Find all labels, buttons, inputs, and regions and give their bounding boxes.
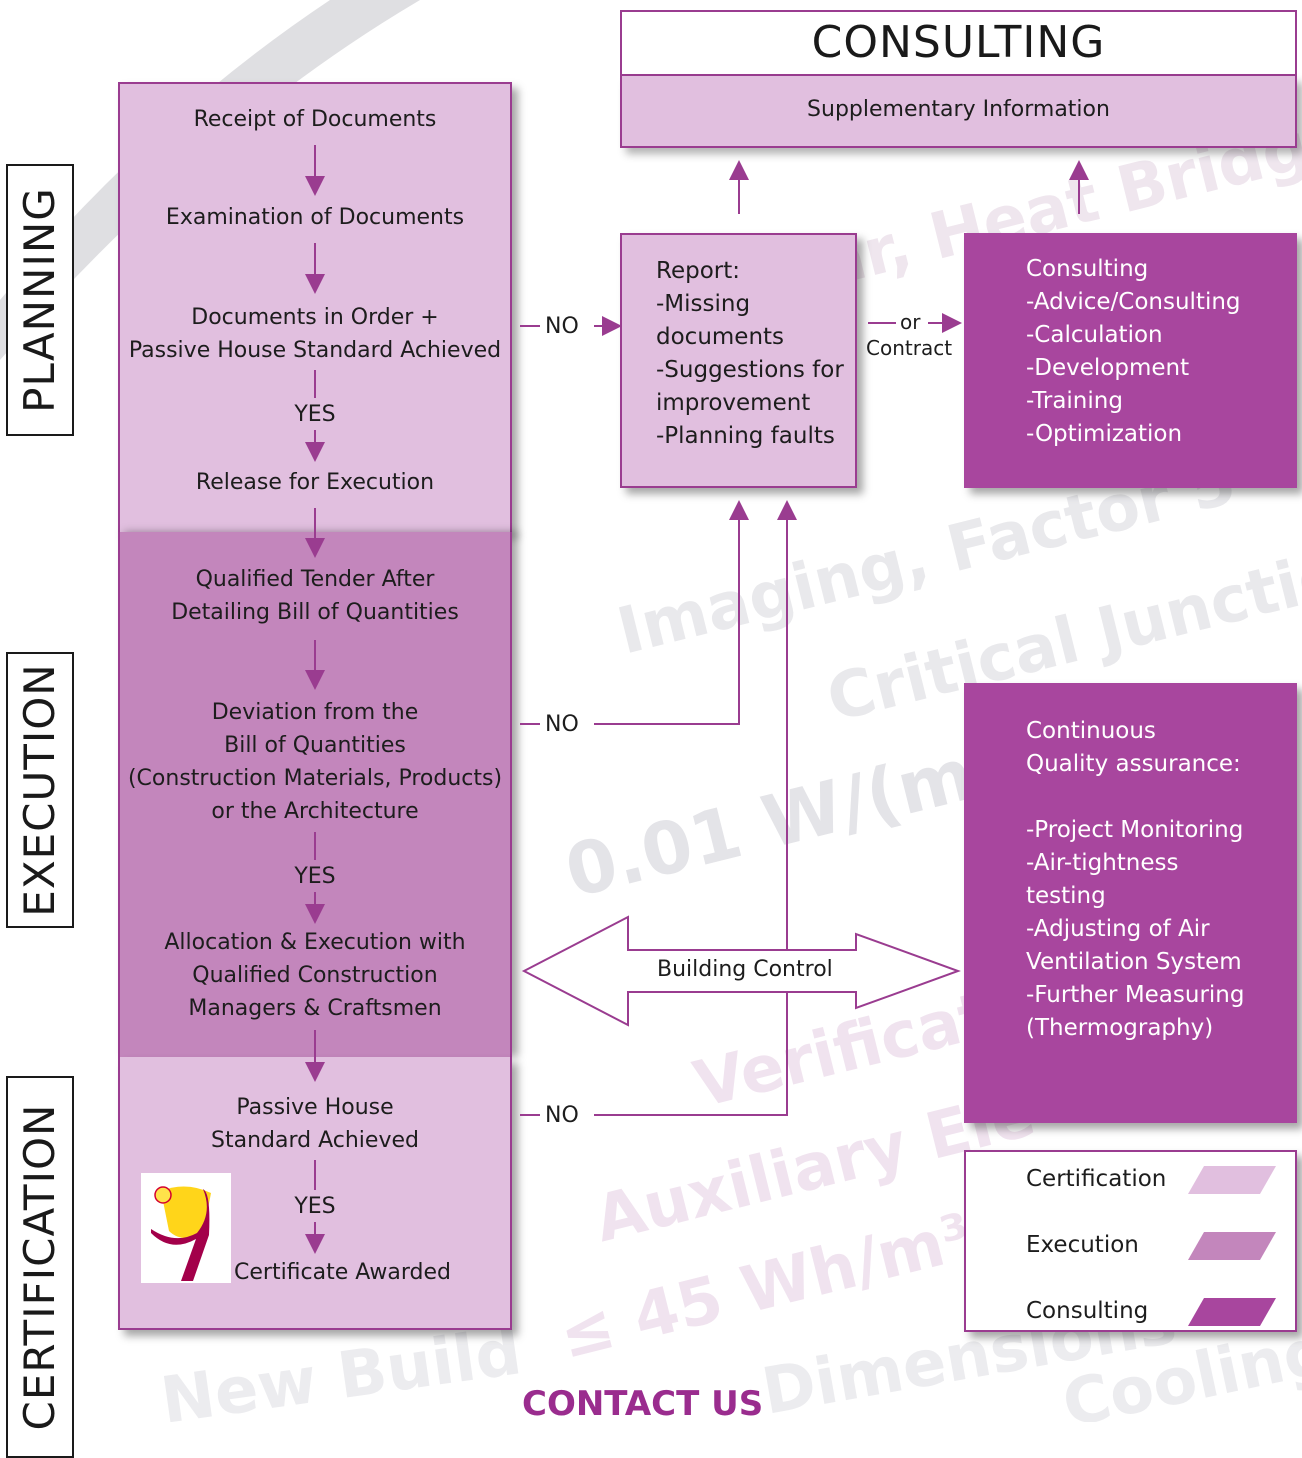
step-allocation-line: Managers & Craftsmen (188, 996, 442, 1021)
legend-label-execution: Execution (1026, 1232, 1139, 1258)
step-allocation-line: Qualified Construction (192, 963, 438, 988)
certification-side-label: CERTIFICATION (6, 1076, 74, 1458)
step-tender: Qualified Tender After Detailing Bill of… (118, 563, 512, 629)
legend-swatch-certification (1188, 1166, 1276, 1194)
yes-label: YES (294, 864, 336, 889)
step-examination: Examination of Documents (165, 205, 465, 230)
step-tender-line: Qualified Tender After (195, 567, 435, 592)
step-allocation-line: Allocation & Execution with (164, 930, 466, 955)
step-in-order-line: Passive House Standard Achieved (128, 338, 502, 363)
legend-swatch-consulting (1188, 1298, 1276, 1326)
consulting-item: -Development (1026, 355, 1190, 381)
building-control-label: Building Control (657, 957, 833, 982)
report-box: Report: -Missing documents -Suggestions … (620, 233, 857, 488)
no-label: NO (545, 314, 579, 339)
step-in-order-line: Documents in Order + (191, 305, 439, 330)
report-item: -Suggestions for (656, 357, 844, 383)
passive-house-logo (141, 1173, 231, 1283)
quality-box: Continuous Quality assurance: -Project M… (964, 683, 1297, 1123)
step-certificate: Certificate Awarded (234, 1260, 452, 1285)
contact-us-link[interactable]: CONTACT US (522, 1384, 764, 1424)
step-achieved-line: Standard Achieved (211, 1128, 419, 1153)
legend-label-consulting: Consulting (1026, 1298, 1149, 1324)
quality-item: -Project Monitoring (1026, 817, 1244, 843)
step-achieved-line: Passive House (236, 1095, 394, 1120)
step-release: Release for Execution (195, 470, 435, 495)
step-in-order: Documents in Order + Passive House Stand… (118, 301, 512, 367)
supplementary-text: Supplementary Information (807, 97, 1110, 122)
step-deviation-line: (Construction Materials, Products) (127, 766, 503, 791)
consulting-item: -Training (1026, 388, 1123, 414)
report-item: documents (656, 324, 785, 350)
legend-label-certification: Certification (1026, 1166, 1167, 1192)
or-label: or (900, 310, 921, 334)
certification-panel (118, 1057, 512, 1330)
step-achieved: Passive House Standard Achieved (118, 1091, 512, 1157)
report-item: -Missing (656, 291, 751, 317)
quality-item: -Adjusting of Air (1026, 916, 1210, 942)
step-deviation-line: or the Architecture (211, 799, 419, 824)
step-deviation: Deviation from the Bill of Quantities (C… (118, 696, 512, 828)
planning-side-label: PLANNING (6, 164, 74, 436)
no-label: NO (545, 712, 579, 737)
consulting-item: -Advice/Consulting (1026, 289, 1241, 315)
step-receipt: Receipt of Documents (193, 107, 437, 132)
yes-label: YES (294, 1194, 336, 1219)
step-deviation-line: Bill of Quantities (224, 733, 406, 758)
quality-item: Ventilation System (1026, 949, 1242, 975)
quality-title: Quality assurance: (1026, 751, 1241, 777)
legend-swatch-execution (1188, 1232, 1276, 1260)
quality-item: testing (1026, 883, 1106, 909)
consulting-header-text: CONSULTING (811, 17, 1106, 68)
report-item: -Planning faults (656, 423, 835, 449)
yes-label: YES (294, 402, 336, 427)
consulting-item: -Optimization (1026, 421, 1183, 447)
quality-item: (Thermography) (1026, 1015, 1214, 1041)
execution-side-label: EXECUTION (6, 652, 74, 928)
step-deviation-line: Deviation from the (211, 700, 419, 725)
quality-item: -Further Measuring (1026, 982, 1245, 1008)
consulting-item: -Calculation (1026, 322, 1163, 348)
supplementary-box: Supplementary Information (620, 76, 1297, 148)
quality-item: -Air-tightness (1026, 850, 1179, 876)
execution-panel (118, 532, 512, 1057)
report-item: improvement (656, 390, 811, 416)
step-tender-line: Detailing Bill of Quantities (171, 600, 459, 625)
contract-label: Contract (866, 336, 953, 360)
consulting-box: Consulting -Advice/Consulting -Calculati… (964, 233, 1297, 488)
quality-title: Continuous (1026, 718, 1156, 744)
legend-box: Certification Execution Consulting (964, 1150, 1297, 1332)
report-title: Report: (656, 258, 740, 284)
consulting-title: Consulting (1026, 256, 1149, 282)
no-label: NO (545, 1103, 579, 1128)
step-allocation: Allocation & Execution with Qualified Co… (118, 926, 512, 1025)
consulting-header: CONSULTING (620, 10, 1297, 76)
